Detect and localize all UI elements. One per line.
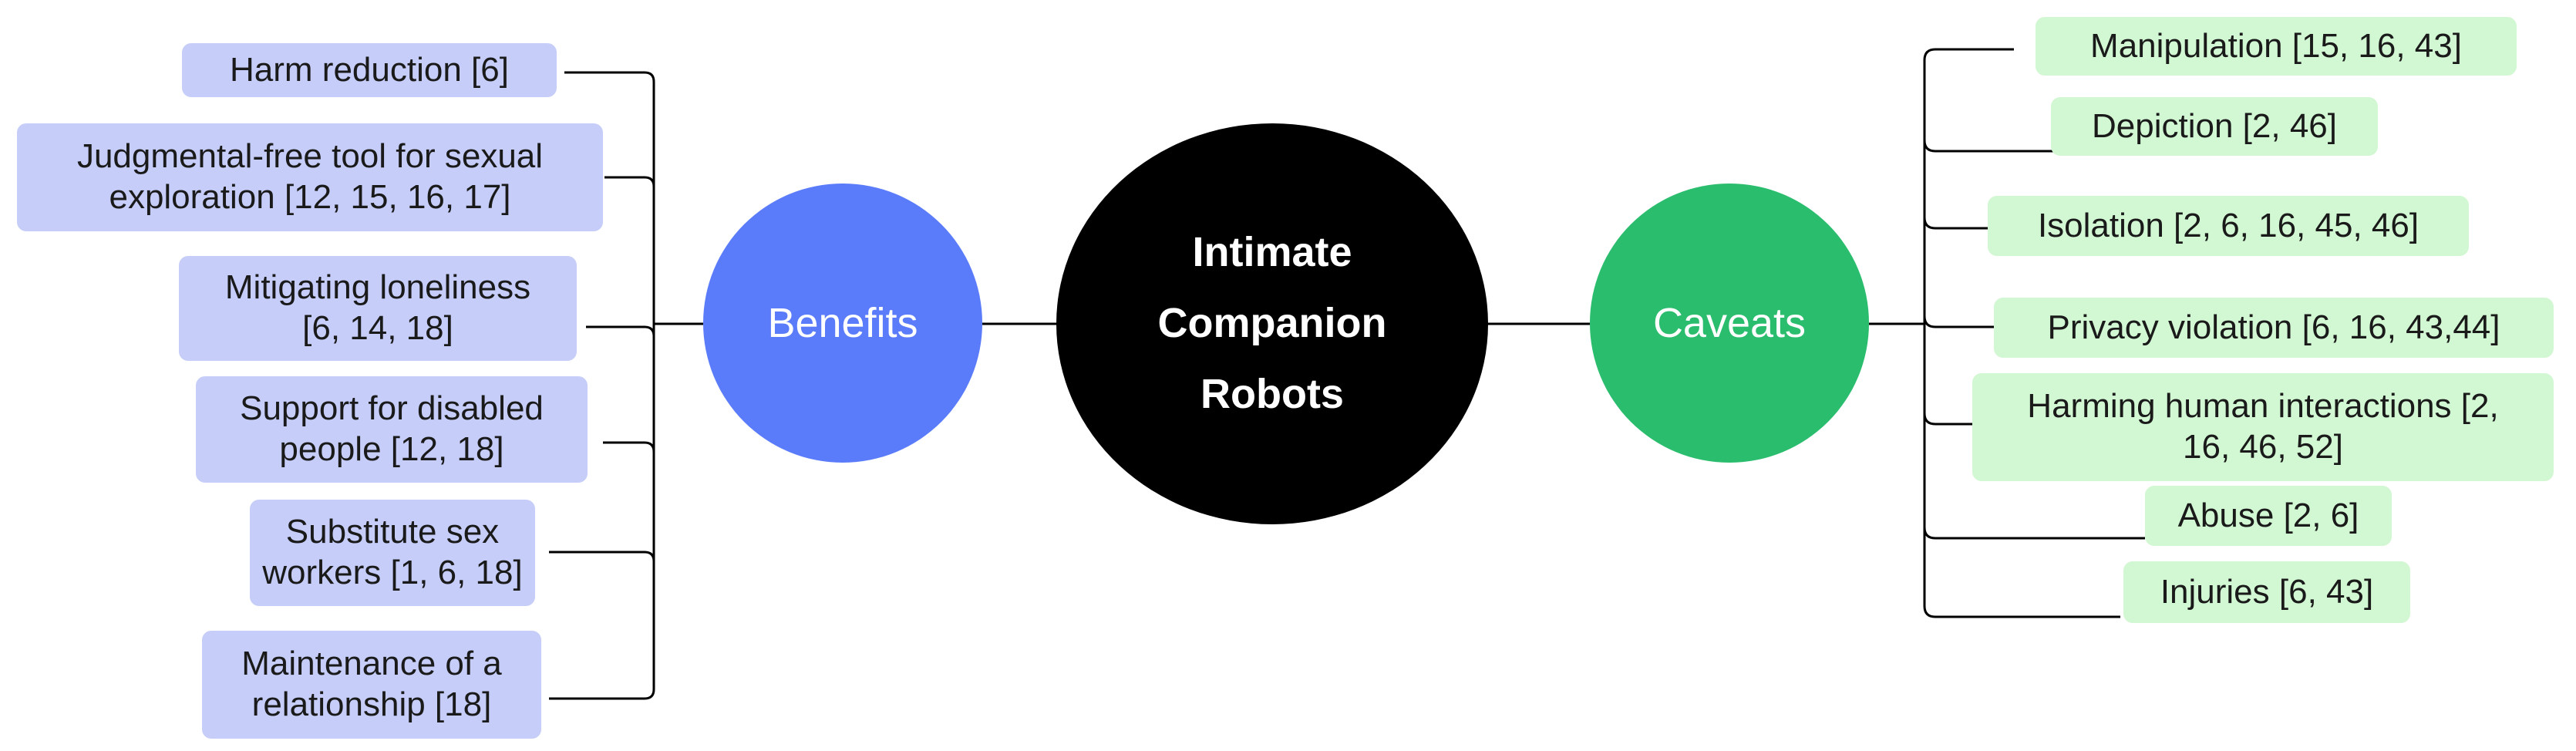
caveat-item-label: Harming human interactions [2, 16, 46, 5… — [2027, 387, 2499, 466]
caveat-item-label: Isolation [2, 6, 16, 45, 46] — [2037, 206, 2419, 244]
benefit-connector-3 — [603, 441, 655, 453]
benefit-item-harm-reduction: Harm reduction [6] — [182, 43, 557, 97]
benefit-item-label: Maintenance of a relationship [18] — [241, 645, 502, 723]
caveat-item-label: Abuse [2, 6] — [2177, 496, 2359, 534]
caveat-item-label: Privacy violation [6, 16, 43,44] — [2047, 308, 2500, 346]
benefit-connector-1 — [604, 176, 655, 187]
caveat-connector-1 — [1923, 140, 2057, 153]
benefit-connector-0 — [564, 71, 655, 83]
caveat-item-label: Manipulation [15, 16, 43] — [2090, 26, 2462, 65]
benefit-item-substitute-sex-workers: Substitute sex workers [1, 6, 18] — [250, 500, 535, 606]
benefits-branch-node: Benefits — [703, 184, 982, 463]
caveat-item-depiction: Depiction [2, 46] — [2051, 97, 2378, 156]
caveat-item-label: Depiction [2, 46] — [2092, 106, 2337, 145]
benefit-connector-4 — [549, 551, 655, 562]
benefit-item-label: Mitigating loneliness [6, 14, 18] — [224, 268, 531, 347]
caveat-item-label: Injuries [6, 43] — [2160, 572, 2374, 611]
central-topic-node: Intimate Companion Robots — [1056, 123, 1488, 524]
benefit-item-mitigating-loneliness: Mitigating loneliness [6, 14, 18] — [179, 256, 577, 361]
caveat-item-injuries: Injuries [6, 43] — [2123, 561, 2410, 623]
caveat-connector-2 — [1923, 217, 1988, 230]
benefit-item-label: Support for disabled people [12, 18] — [240, 389, 544, 468]
caveat-connector-6 — [1923, 605, 2120, 618]
caveat-item-manipulation: Manipulation [15, 16, 43] — [2036, 17, 2517, 76]
caveat-item-abuse: Abuse [2, 6] — [2145, 486, 2392, 546]
caveats-branch-node: Caveats — [1590, 184, 1869, 463]
benefit-item-sexual-exploration: Judgmental-free tool for sexual explorat… — [17, 123, 603, 231]
caveats-branch-label: Caveats — [1652, 300, 1807, 346]
benefits-branch-label: Benefits — [767, 300, 918, 346]
central-topic-label: Intimate Companion Robots — [1157, 229, 1387, 417]
caveat-connector-3 — [1923, 315, 1994, 328]
caveat-item-isolation: Isolation [2, 6, 16, 45, 46] — [1988, 196, 2469, 256]
caveat-item-privacy-violation: Privacy violation [6, 16, 43,44] — [1994, 298, 2554, 358]
benefit-connector-5 — [549, 689, 655, 700]
caveat-connector-5 — [1923, 527, 2145, 540]
benefit-item-maintenance-relationship: Maintenance of a relationship [18] — [202, 631, 541, 739]
caveat-connector-0 — [1923, 48, 2014, 61]
benefit-connector-2 — [586, 325, 655, 337]
benefit-item-support-disabled: Support for disabled people [12, 18] — [196, 376, 588, 483]
caveat-item-harming-human-interactions: Harming human interactions [2, 16, 46, 5… — [1972, 373, 2554, 481]
benefit-item-label: Substitute sex workers [1, 6, 18] — [262, 513, 523, 591]
benefit-item-label: Harm reduction [6] — [230, 50, 509, 89]
benefit-item-label: Judgmental-free tool for sexual explorat… — [76, 137, 544, 216]
caveat-connector-4 — [1923, 413, 1972, 426]
